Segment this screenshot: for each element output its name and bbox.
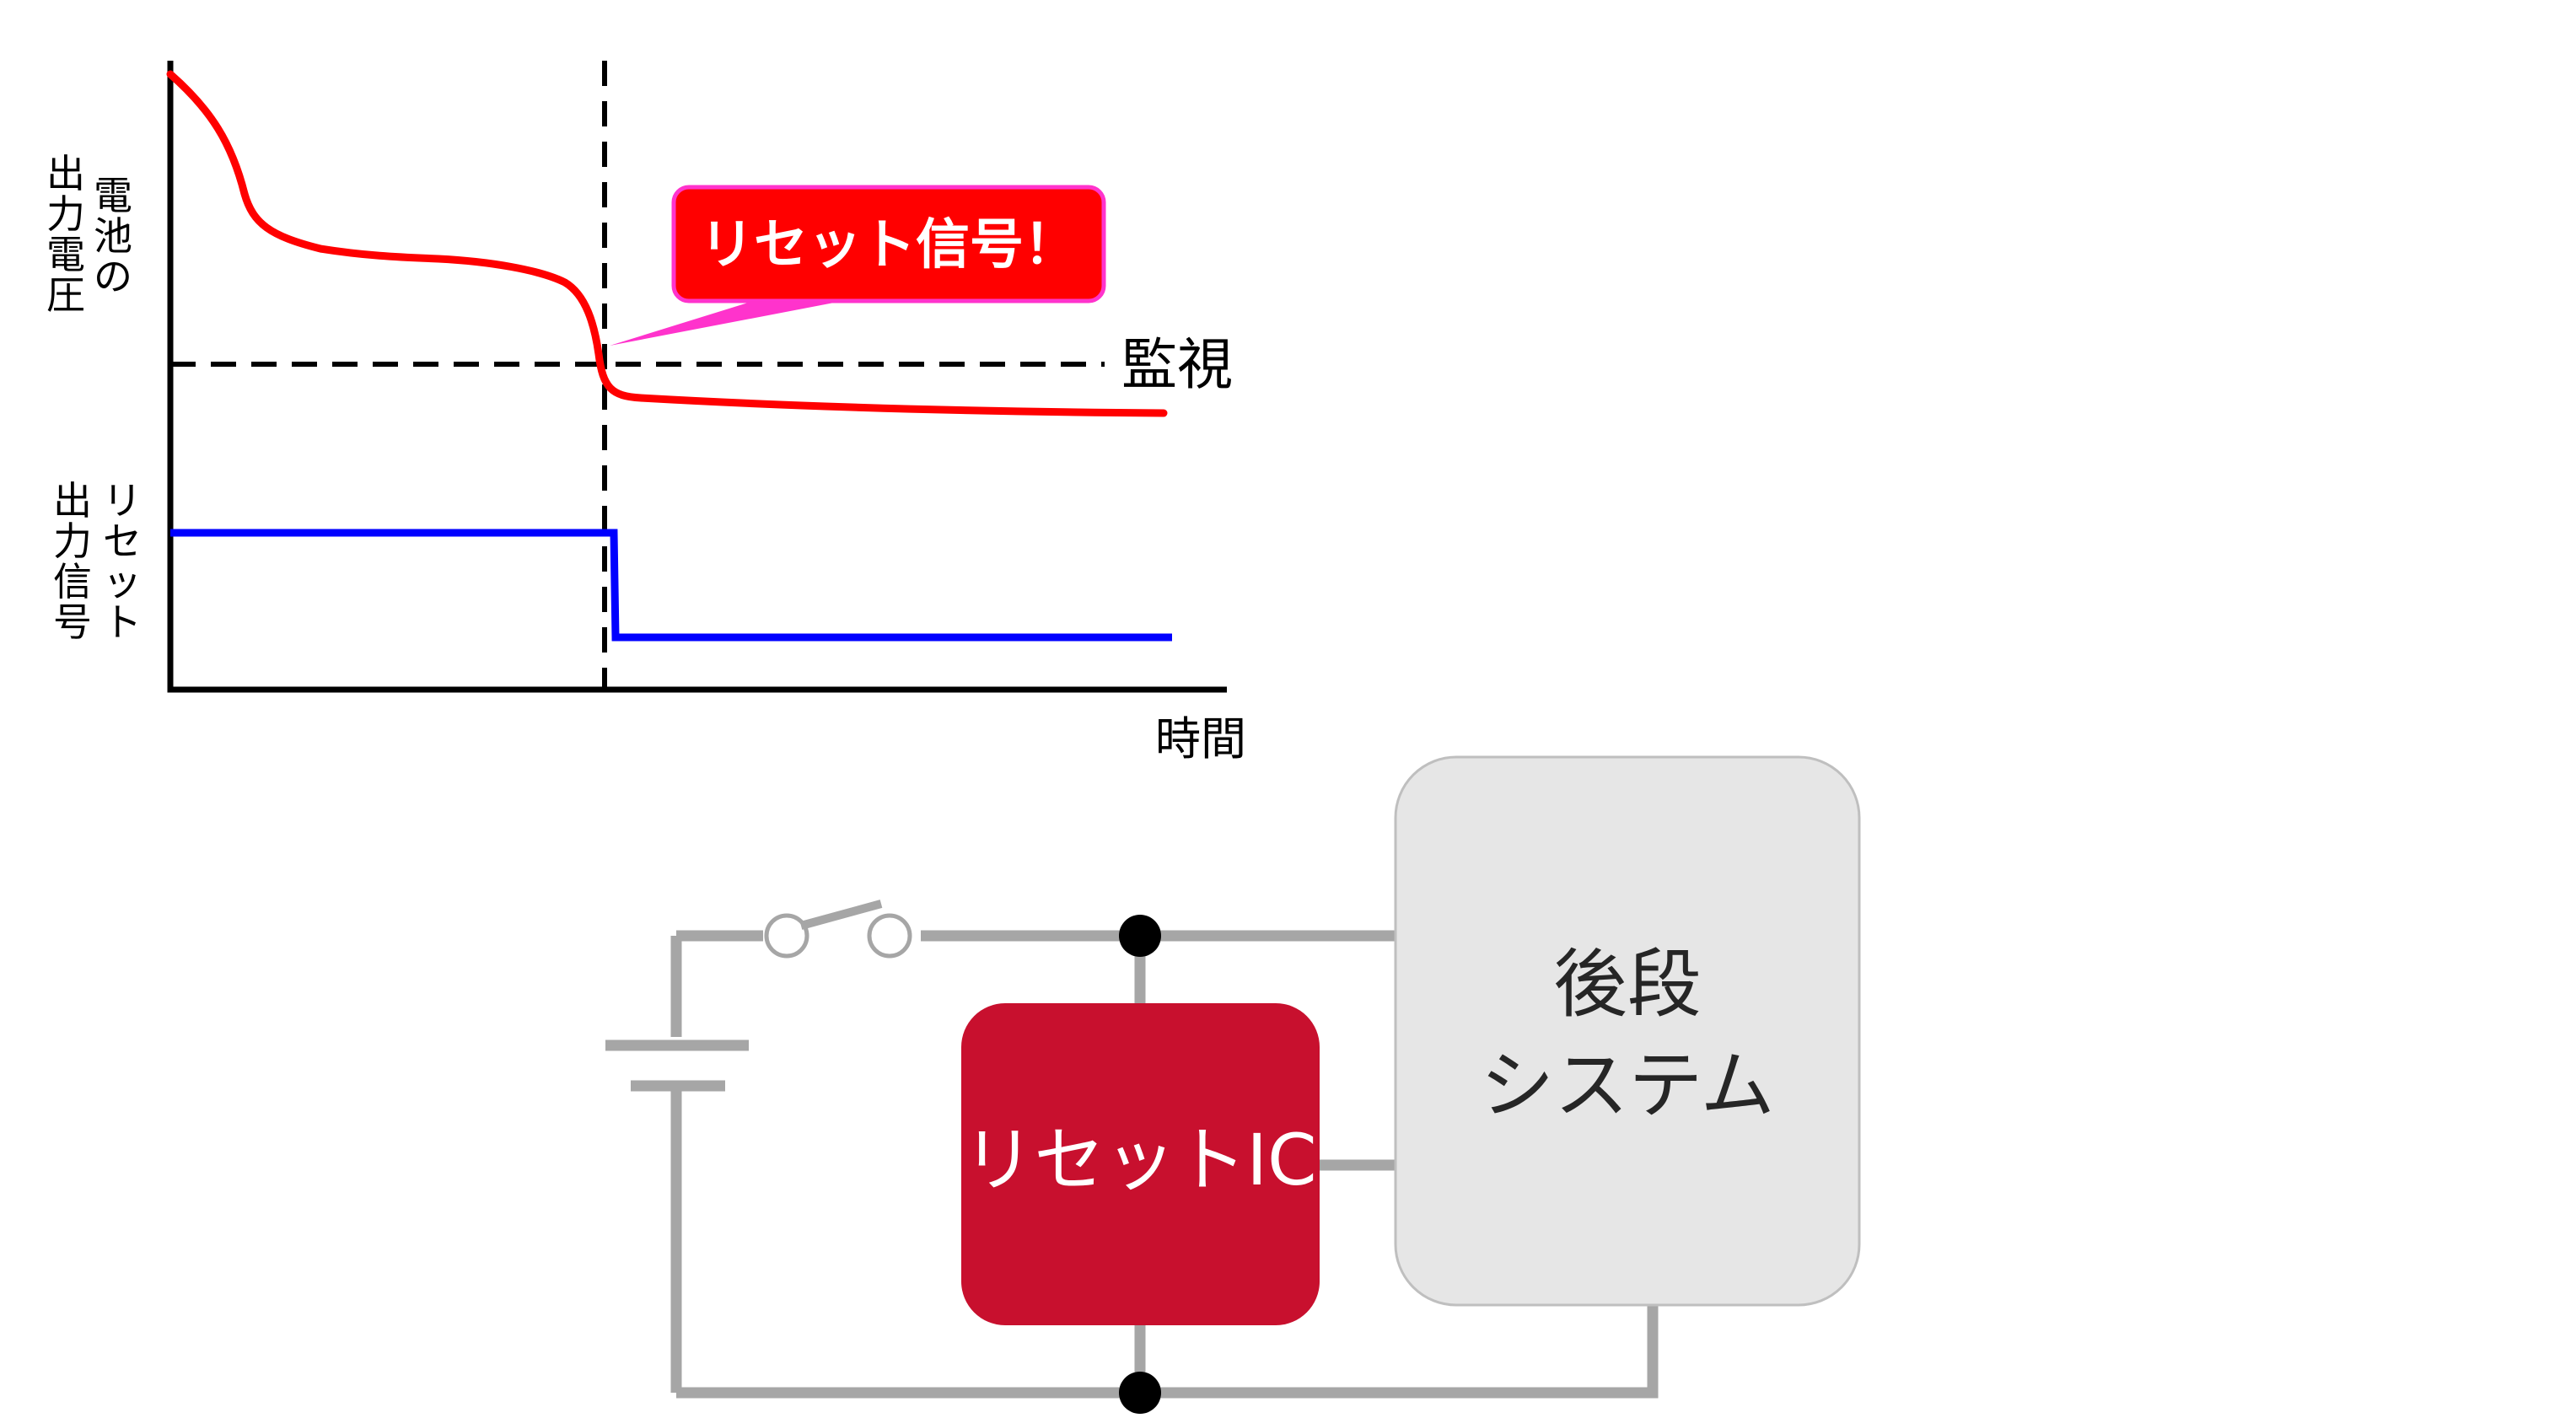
reset-signal-callout — [671, 185, 1106, 303]
battery-voltage-curve — [166, 70, 1168, 417]
y-voltage-char: 電 — [46, 232, 85, 277]
junction-node-bottom — [1119, 1372, 1161, 1414]
y-voltage-char: 力 — [46, 191, 85, 237]
y-reset-char: 号 — [53, 599, 92, 645]
y-reset-char: セ — [103, 518, 142, 564]
y-voltage-char: 電 — [94, 173, 132, 218]
y-reset-char: ト — [103, 599, 142, 645]
switch-terminal-right — [867, 913, 912, 959]
y-voltage-char: 圧 — [46, 272, 85, 318]
y-reset-char: ッ — [103, 559, 142, 604]
reset-output-signal — [170, 529, 1172, 642]
junction-node-top — [1119, 915, 1161, 957]
reset-ic-block — [961, 1003, 1320, 1325]
voltage-timing-chart: リセット信号！ 監視 時間 電 池 の 出 力 電 圧 リ セ ッ ト 出 力 … — [46, 61, 1246, 765]
x-axis-label: 時間 — [1155, 712, 1246, 765]
system-label-line2: システム — [1480, 1042, 1774, 1129]
y-voltage-char: 池 — [94, 213, 132, 259]
callout-pointer — [610, 299, 852, 346]
reset-ic-label: リセットIC — [963, 1119, 1316, 1201]
switch-icon — [764, 900, 912, 959]
y-axis-label-reset: リ セ ッ ト 出 力 信 号 — [53, 478, 142, 645]
y-voltage-char: の — [94, 254, 132, 299]
y-voltage-char: 出 — [46, 151, 85, 196]
y-reset-char: 信 — [53, 559, 92, 604]
circuit-diagram: リセットIC 後段 システム — [605, 755, 1861, 1414]
downstream-system-block — [1394, 755, 1861, 1307]
wire-bottom — [676, 1305, 1659, 1399]
y-reset-char: 力 — [53, 518, 92, 564]
y-reset-char: リ — [103, 478, 142, 524]
system-label-line1: 後段 — [1553, 941, 1702, 1028]
chart-axes — [167, 61, 1227, 693]
y-axis-label-voltage: 電 池 の 出 力 電 圧 — [46, 151, 132, 318]
switch-lever — [799, 900, 883, 930]
threshold-label: 監視 — [1121, 332, 1233, 397]
callout-text: リセット信号！ — [700, 214, 1078, 277]
y-reset-char: 出 — [53, 478, 92, 524]
switch-terminal-left — [764, 913, 809, 959]
